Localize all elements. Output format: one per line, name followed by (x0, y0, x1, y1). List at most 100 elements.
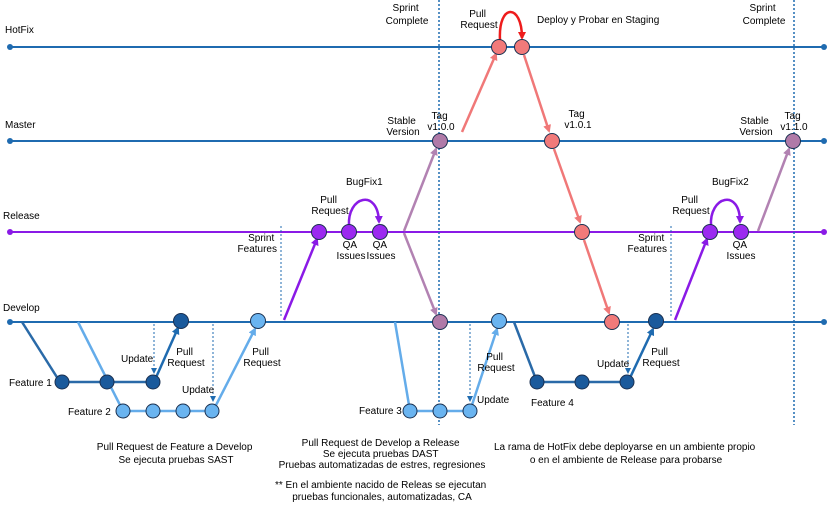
lane-label-hotfix: HotFix (5, 25, 34, 36)
feature2-node-2 (145, 403, 161, 419)
feature4-fork (512, 321, 539, 383)
hotfix-to-master (522, 54, 551, 133)
tag-v110-label: Tag v1.1.0 (780, 111, 808, 133)
feature4-pull-request-label: Pull Request (642, 347, 679, 369)
qa-issues-label-3: QA Issues (727, 240, 756, 262)
note-feature-to-develop: Pull Request de Feature a Develop Se eje… (97, 442, 255, 466)
feature1-pull-request-label: Pull Request (167, 347, 204, 369)
develop-node-2 (250, 313, 266, 329)
feature1-node-3 (145, 374, 161, 390)
develop-to-release-1 (282, 237, 319, 321)
develop-node-1 (173, 313, 189, 329)
master-node-tag-101 (544, 133, 560, 149)
feature3-node-3 (462, 403, 478, 419)
nodes (54, 39, 801, 419)
deploy-staging-label: Deploy y Probar en Staging (537, 15, 659, 26)
feature4-node-2 (574, 374, 590, 390)
bugfix2-label: BugFix2 (712, 177, 749, 188)
stable-version-label-1: Stable Version (386, 116, 419, 138)
hotfix-pull-request-label: Pull Request (460, 9, 497, 31)
feature1-merge (152, 326, 180, 383)
develop-node-4 (648, 313, 664, 329)
release-to-develop-hotfix (582, 239, 611, 315)
feature4-update-label: Update (597, 359, 630, 370)
tag-v100-label: Tag v1.0.0 (427, 111, 455, 133)
lane-label-master: Master (5, 120, 36, 131)
release-lane-end (821, 229, 827, 235)
feature2-merge (211, 327, 257, 412)
feature3-node-2 (432, 403, 448, 419)
hotfix-node-1 (491, 39, 507, 55)
bugfix1-loop (347, 198, 383, 227)
feature2-branch (76, 321, 257, 413)
feature1-node-2 (99, 374, 115, 390)
release-pull-request-label-2: Pull Request (672, 195, 709, 217)
feature1-fork (20, 321, 62, 383)
lane-label-develop: Develop (3, 303, 40, 314)
feature2-pull-request-label: Pull Request (243, 347, 280, 369)
master-lane-start (7, 138, 13, 144)
feature2-label: Feature 2 (68, 407, 111, 418)
master-to-hotfix (460, 52, 498, 133)
feature4-label: Feature 4 (531, 398, 574, 409)
bugfix2-loop (709, 198, 744, 227)
develop-node-3 (491, 313, 507, 329)
release-qa-node-2 (372, 224, 388, 240)
feature3-fork (393, 321, 412, 412)
master-to-release-hotfix (552, 148, 582, 224)
feature4-node-1 (529, 374, 545, 390)
release-qa-node-1 (341, 224, 357, 240)
sprint-complete-label-2: Sprint Complete (743, 3, 786, 27)
develop-lane-end (821, 319, 827, 325)
feature3-pull-request-label: Pull Request (477, 352, 514, 374)
feature2-node-4 (204, 403, 220, 419)
feature4-node-3 (619, 374, 635, 390)
feature2-node-3 (175, 403, 191, 419)
note-hotfix-deploy: La rama de HotFix debe deployarse en un … (494, 442, 758, 466)
release-to-develop-1 (402, 232, 438, 316)
release-node-hotfix (574, 224, 590, 240)
lane-label-release: Release (3, 211, 40, 222)
tag-v101-label: Tag v1.0.1 (564, 109, 592, 131)
note-develop-to-release: Pull Request de Develop a Release Se eje… (279, 438, 486, 471)
sprint-complete-label-1: Sprint Complete (386, 3, 429, 27)
sprint-features-label-1: Sprint Features (238, 233, 277, 255)
bugfix1-label: BugFix1 (346, 177, 383, 188)
qa-issues-label-1: QA Issues (337, 240, 366, 262)
master-node-tag-110 (785, 133, 801, 149)
master-lane-end (821, 138, 827, 144)
feature1-node-1 (54, 374, 70, 390)
hotfix-lane-start (7, 44, 13, 50)
release-pull-request-label-1: Pull Request (311, 195, 348, 217)
feature3-update-label: Update (477, 395, 510, 406)
sprint-features-label-2: Sprint Features (628, 233, 667, 255)
feature4-merge (626, 327, 655, 383)
feature2-fork (76, 321, 125, 412)
hotfix-deploy-loop (498, 10, 526, 41)
release-to-master-1 (402, 147, 438, 232)
develop-node-hotfix (604, 314, 620, 330)
develop-node-merge-1 (432, 314, 448, 330)
feature3-node-1 (402, 403, 418, 419)
develop-to-release-2 (673, 237, 709, 321)
stable-version-label-2: Stable Version (739, 116, 772, 138)
feature3-merge (468, 327, 499, 412)
feature1-branch (20, 321, 180, 384)
note-release-environment: ** En el ambiente nacido de Releas se ej… (275, 480, 489, 503)
feature4-branch (512, 321, 655, 384)
qa-issues-label-2: QA Issues (367, 240, 396, 262)
release-lane-start (7, 229, 13, 235)
hotfix-lane-end (821, 44, 827, 50)
lane-lines (7, 44, 827, 325)
release-node-1 (311, 224, 327, 240)
release-qa-node-3 (733, 224, 749, 240)
feature1-update-label: Update (121, 354, 154, 365)
develop-lane-start (7, 319, 13, 325)
master-node-tag-100 (432, 133, 448, 149)
release-to-master-2 (756, 147, 791, 232)
feature1-label: Feature 1 (9, 378, 52, 389)
feature2-node-1 (115, 403, 131, 419)
feature3-label: Feature 3 (359, 406, 402, 417)
hotfix-node-2 (514, 39, 530, 55)
